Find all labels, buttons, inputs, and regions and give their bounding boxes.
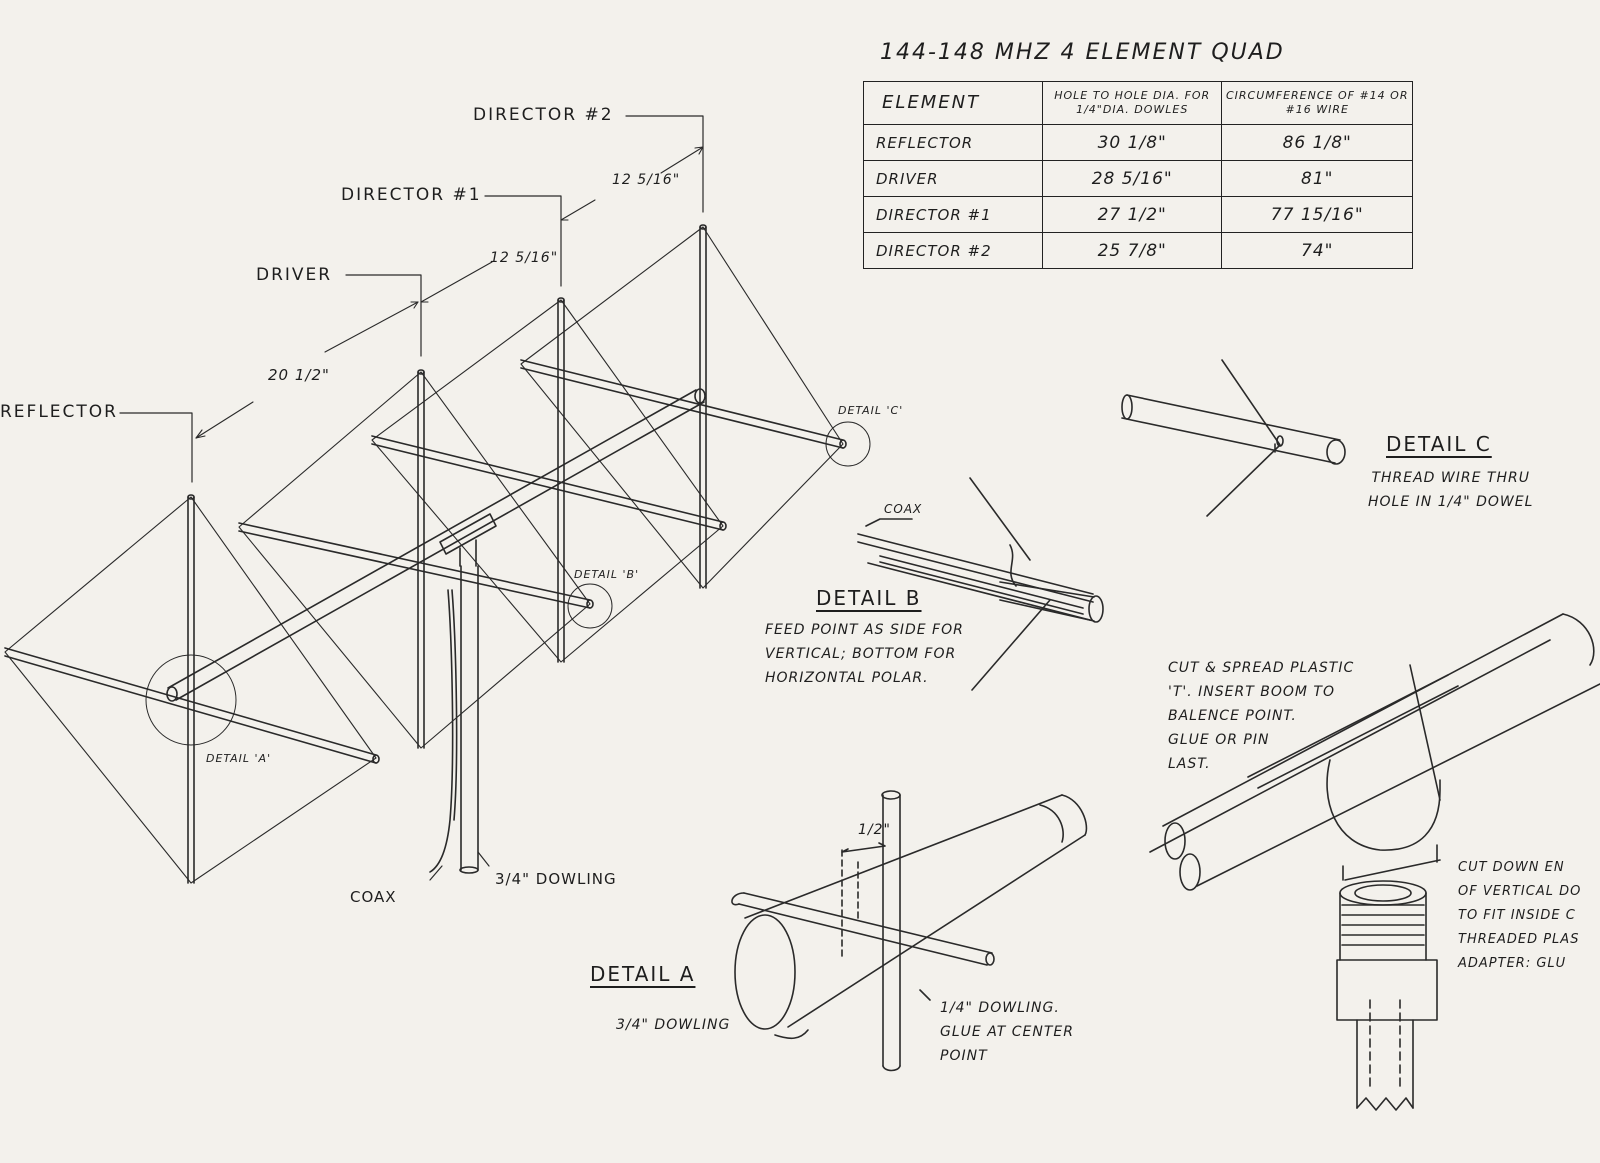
note-line: TO FIT INSIDE C	[1458, 908, 1576, 923]
note-line: ADAPTER: GLU	[1458, 956, 1567, 971]
note-line: GLUE AT CENTER	[940, 1024, 1074, 1040]
detail-a-reference: DETAIL 'A'	[206, 752, 272, 765]
note-line: FEED POINT AS SIDE FOR	[765, 622, 964, 638]
spacing-reflector-driver: 20 1/2"	[268, 366, 330, 384]
leader-lines	[119, 115, 704, 881]
note-line: LAST.	[1168, 756, 1211, 772]
tee-note: CUT & SPREAD PLASTIC 'T'. INSERT BOOM TO…	[1168, 656, 1354, 776]
note-line: HOLE IN 1/4" DOWEL	[1368, 494, 1534, 510]
note-line: BALENCE POINT.	[1168, 708, 1297, 724]
detail-a-boom-label: 3/4" DOWLING	[616, 1017, 731, 1033]
reflector-label: REFLECTOR	[0, 402, 118, 422]
director1-label: DIRECTOR #1	[341, 185, 482, 205]
table-header: CIRCUMFERENCE OF #14 OR #16 WIRE	[1221, 81, 1413, 125]
note-line: THREAD WIRE THRU	[1371, 470, 1530, 486]
driver-loop	[238, 371, 591, 749]
reflector-loop	[4, 496, 377, 884]
table-row: REFLECTOR 30 1/8" 86 1/8"	[863, 124, 1413, 161]
drawing-title: 144-148 MHZ 4 ELEMENT QUAD	[880, 40, 1285, 65]
note-line: THREADED PLAS	[1458, 932, 1580, 947]
detail-b-coax-label: COAX	[884, 502, 923, 516]
note-line: OF VERTICAL DO	[1458, 884, 1582, 899]
element-dimensions-table: ELEMENT HOLE TO HOLE DIA. FOR 1/4"DIA. D…	[863, 81, 1413, 269]
spacing-driver-director1: 12 5/16"	[490, 250, 559, 266]
spacing-director1-director2: 12 5/16"	[612, 172, 681, 188]
director2-label: DIRECTOR #2	[473, 105, 614, 125]
plastic-tee-drawing	[1149, 613, 1600, 891]
horizontal-spreaders	[4, 359, 847, 764]
table-header: HOLE TO HOLE DIA. FOR 1/4"DIA. DOWLES	[1041, 81, 1223, 125]
driver-label: DRIVER	[256, 265, 333, 285]
element-name: REFLECTOR	[863, 124, 1043, 161]
hole-diameter: 25 7/8"	[1041, 232, 1223, 269]
detail-b-note: FEED POINT AS SIDE FOR VERTICAL; BOTTOM …	[765, 618, 964, 690]
vertical-spreaders	[187, 224, 707, 884]
note-line: VERTICAL; BOTTOM FOR	[765, 646, 957, 662]
element-name: DRIVER	[863, 160, 1043, 197]
wire-circumference: 77 15/16"	[1221, 196, 1413, 233]
detail-c-title: DETAIL C	[1386, 432, 1492, 456]
detail-c-reference: DETAIL 'C'	[838, 404, 904, 417]
mast-label: 3/4" DOWLING	[495, 870, 617, 888]
note-line: 'T'. INSERT BOOM TO	[1168, 684, 1335, 700]
detail-b-circle	[567, 583, 613, 629]
coax-label: COAX	[350, 888, 397, 906]
detail-a-drawing	[731, 790, 1088, 1072]
detail-a-spreader-note: 1/4" DOWLING. GLUE AT CENTER POINT	[940, 996, 1074, 1068]
detail-b-drawing	[857, 477, 1104, 691]
boom-tee	[439, 513, 497, 567]
adapter-note: CUT DOWN EN OF VERTICAL DO TO FIT INSIDE…	[1458, 856, 1581, 976]
wire-circumference: 74"	[1221, 232, 1413, 269]
detail-b-title: DETAIL B	[816, 586, 922, 610]
director2-loop	[520, 226, 844, 589]
wire-circumference: 81"	[1221, 160, 1413, 197]
note-line: GLUE OR PIN	[1168, 732, 1270, 748]
table-header: ELEMENT	[863, 81, 1043, 125]
mast-dowel	[459, 565, 479, 874]
table-row: DIRECTOR #1 27 1/2" 77 15/16"	[863, 196, 1413, 233]
hole-diameter: 30 1/8"	[1041, 124, 1223, 161]
detail-b-reference: DETAIL 'B'	[574, 568, 640, 581]
note-line: 1/4" DOWLING.	[940, 1000, 1060, 1016]
hole-diameter: 28 5/16"	[1041, 160, 1223, 197]
detail-a-dimension: 1/2"	[858, 822, 891, 838]
element-name: DIRECTOR #2	[863, 232, 1043, 269]
boom	[166, 388, 706, 702]
detail-a-circle	[145, 654, 237, 746]
table-row: DIRECTOR #2 25 7/8" 74"	[863, 232, 1413, 269]
detail-a-title: DETAIL A	[590, 962, 696, 986]
hole-diameter: 27 1/2"	[1041, 196, 1223, 233]
detail-c-circle	[825, 421, 871, 467]
detail-c-drawing	[1121, 359, 1346, 517]
note-line: CUT & SPREAD PLASTIC	[1168, 660, 1355, 676]
spacing-dimension-lines	[195, 146, 704, 439]
director1-loop	[371, 299, 724, 663]
table-header-row: ELEMENT HOLE TO HOLE DIA. FOR 1/4"DIA. D…	[863, 81, 1413, 125]
antenna-assembly	[4, 115, 871, 884]
note-line: POINT	[940, 1048, 988, 1064]
note-line: HORIZONTAL POLAR.	[765, 670, 929, 686]
detail-c-note: THREAD WIRE THRU HOLE IN 1/4" DOWEL	[1368, 466, 1533, 514]
table-row: DRIVER 28 5/16" 81"	[863, 160, 1413, 197]
note-line: CUT DOWN EN	[1458, 860, 1565, 875]
coax-cable	[429, 589, 458, 873]
wire-circumference: 86 1/8"	[1221, 124, 1413, 161]
threaded-adapter-drawing	[1336, 880, 1438, 1111]
element-name: DIRECTOR #1	[863, 196, 1043, 233]
